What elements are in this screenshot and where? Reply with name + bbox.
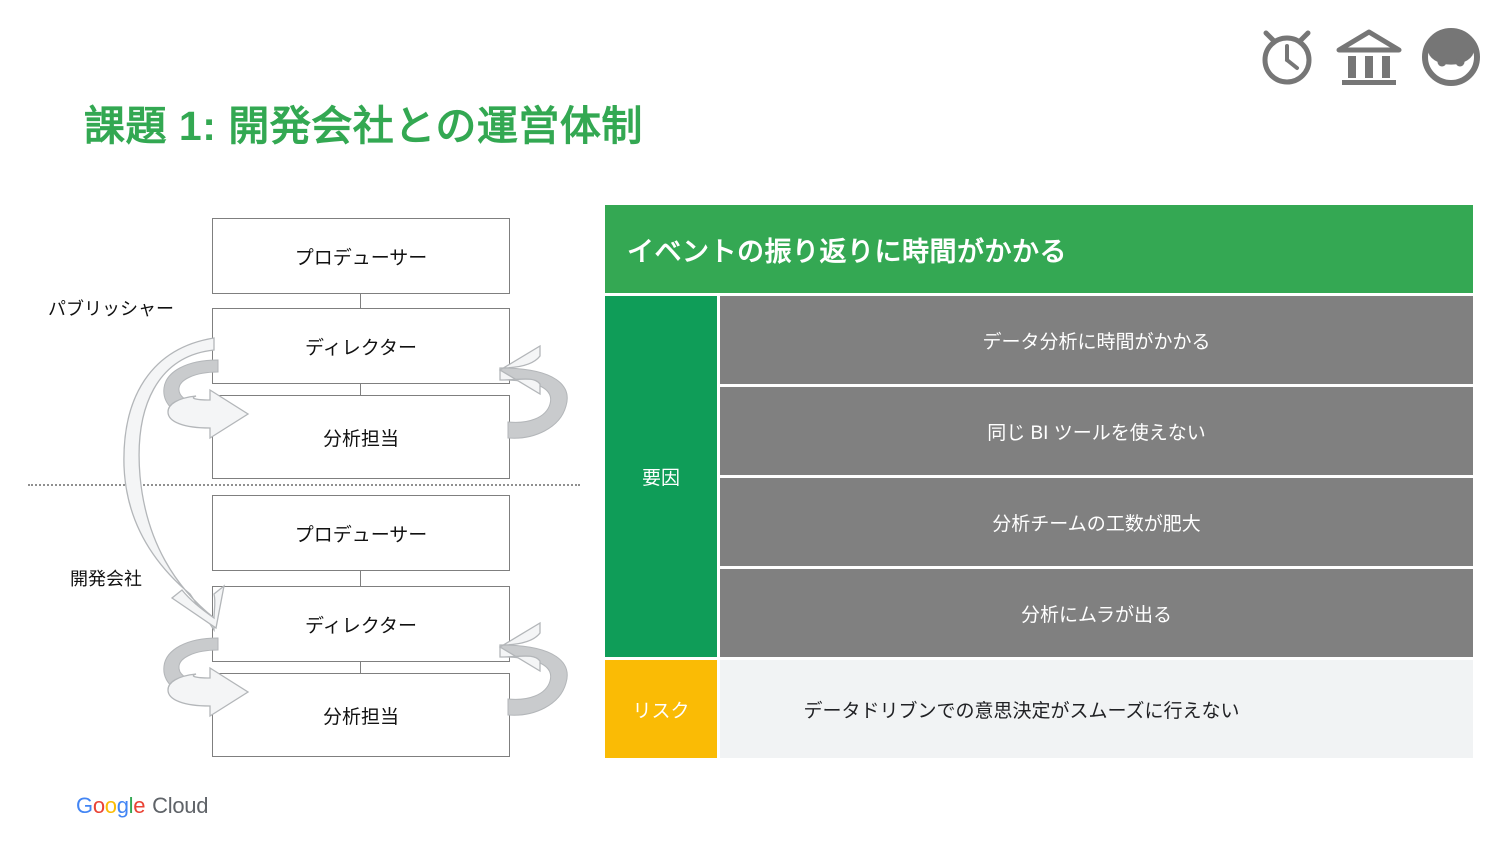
google-cloud-logo: G o o g l e Cloud [76,793,208,819]
arrow-publisher-right-loop [498,344,568,439]
logo-letter-g2: g [116,793,129,818]
logo-word-cloud: Cloud [152,793,209,818]
org-box-publisher-producer: プロデューサー [212,218,510,294]
panel-header-title: イベントの振り返りに時間がかかる [605,205,1473,293]
cause-item: 同じ BI ツールを使えない [720,387,1473,475]
org-box-publisher-director: ディレクター [212,308,510,384]
group-label-developer: 開発会社 [70,569,142,589]
risk-text: データドリブンでの意思決定がスムーズに行えない [720,660,1473,758]
logo-letter-o1: o [92,793,105,818]
org-box-developer-analyst: 分析担当 [212,673,510,757]
panel-divider [605,293,1473,296]
cause-item: データ分析に時間がかかる [720,296,1473,384]
cause-item: 分析チームの工数が肥大 [720,478,1473,566]
logo-letter-o2: o [104,793,117,818]
cause-cell-list: データ分析に時間がかかる 同じ BI ツールを使えない 分析チームの工数が肥大 … [720,296,1473,657]
bank-icon [1334,20,1404,90]
org-box-developer-director: ディレクター [212,586,510,662]
org-divider [28,484,580,486]
logo-letter-l1: l [128,793,134,818]
org-connector-line [360,384,361,395]
logo-letter-g1: G [76,793,93,818]
face-icon [1416,20,1486,90]
org-box-developer-producer: プロデューサー [212,495,510,571]
org-connector-line [360,662,361,673]
cause-item: 分析にムラが出る [720,569,1473,657]
arrow-developer-right-loop [498,621,568,716]
org-connector-line [360,571,361,586]
logo-letter-e1: e [133,793,146,818]
org-box-publisher-analyst: 分析担当 [212,395,510,479]
page-title: 課題 1: 開発会社との運営体制 [84,103,643,149]
header-icon-strip [1252,14,1480,96]
issue-panel: イベントの振り返りに時間がかかる 要因 データ分析に時間がかかる 同じ BI ツ… [605,205,1473,758]
org-structure-diagram: パブリッシャー 開発会社 プロデューサー ディレクター 分析担当 プロデューサー… [0,190,600,770]
risk-section: リスク データドリブンでの意思決定がスムーズに行えない [605,660,1473,758]
group-label-publisher: パブリッシャー [48,299,174,319]
cause-label: 要因 [605,296,717,657]
risk-label: リスク [605,660,717,758]
org-connector-line [360,294,361,308]
panel-divider [605,657,1473,660]
alarm-clock-icon [1252,20,1322,90]
cause-section: 要因 データ分析に時間がかかる 同じ BI ツールを使えない 分析チームの工数が… [605,296,1473,657]
